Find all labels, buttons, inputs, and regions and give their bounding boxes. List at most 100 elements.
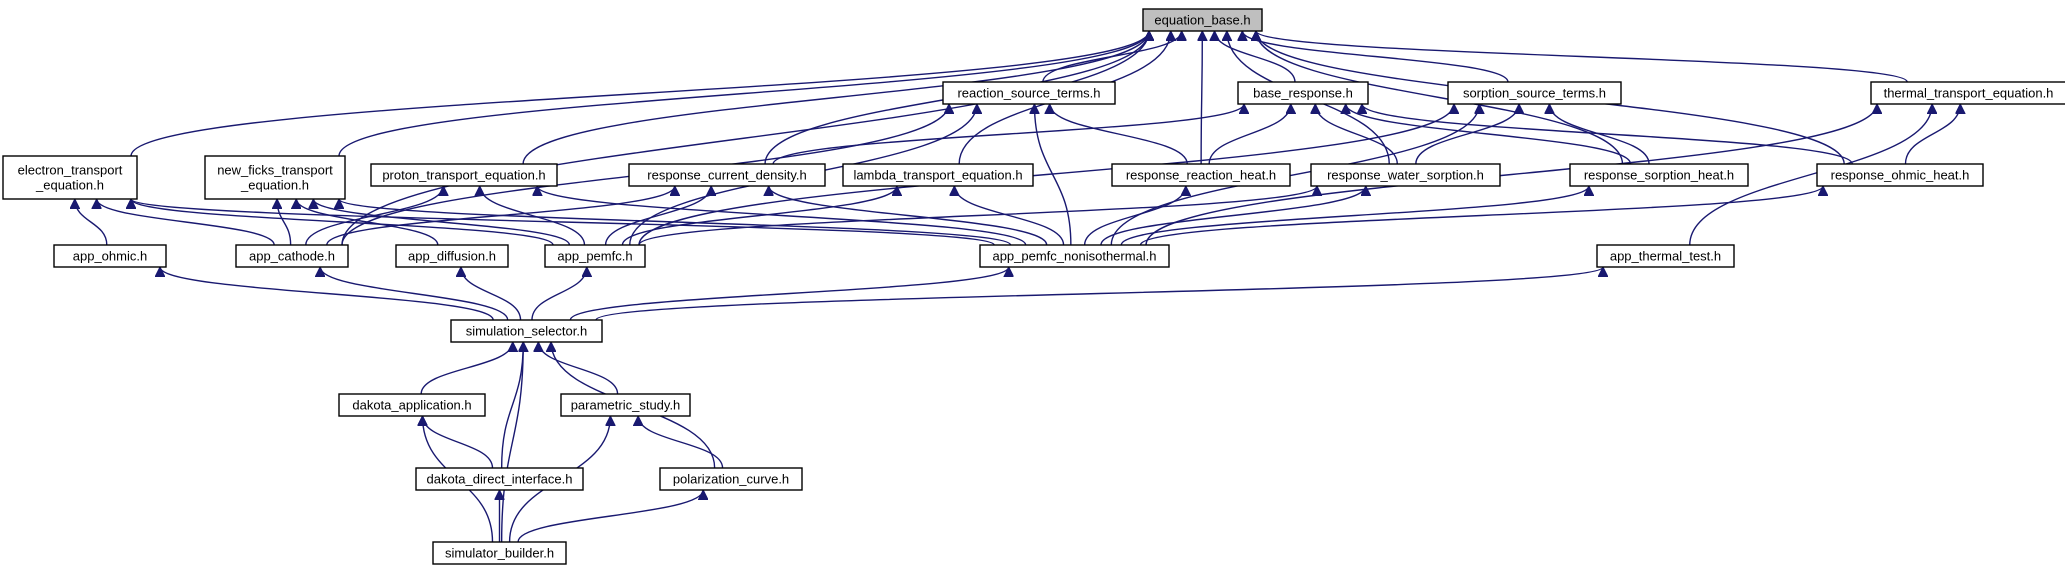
node-box <box>432 541 567 565</box>
edge-parametric_study-to-simulation_selector <box>538 341 619 395</box>
edge-electron_transport_equation-to-equation_base <box>130 30 1149 157</box>
edge-app_pemfc_nonisothermal-to-response_current_density <box>769 185 1048 246</box>
node-new-ficks-transport-equation[interactable]: new_ficks_transport_equation.h <box>204 155 346 200</box>
node-label: lambda_transport_equation.h <box>853 168 1022 183</box>
edge-app_cathode-to-new_ficks_transport_equation <box>277 199 292 246</box>
edge-app_cathode-to-response_current_density <box>326 185 675 246</box>
node-app-thermal-test[interactable]: app_thermal_test.h <box>1596 244 1735 268</box>
node-box <box>1816 163 1984 187</box>
node-label: app_ohmic.h <box>73 249 147 264</box>
node-label: electron_transport <box>18 163 123 178</box>
node-label: response_water_sorption.h <box>1327 168 1484 183</box>
edge-app_cathode-to-electron_transport_equation <box>97 198 275 246</box>
node-label: app_thermal_test.h <box>1610 249 1721 264</box>
edge-response_water_sorption-to-sorption_source_terms <box>1415 103 1519 165</box>
node-parametric-study[interactable]: parametric_study.h <box>560 393 691 417</box>
node-lambda-transport-equation[interactable]: lambda_transport_equation.h <box>842 163 1034 187</box>
edge-response_reaction_heat-to-equation_base <box>1201 31 1202 165</box>
node-label: polarization_curve.h <box>673 472 789 487</box>
node-dakota-application[interactable]: dakota_application.h <box>338 393 486 417</box>
node-reaction-source-terms[interactable]: reaction_source_terms.h <box>942 81 1116 105</box>
edge-app_pemfc_nonisothermal-to-response_water_sorption <box>1100 185 1366 246</box>
edge-simulator_builder-to-polarization_curve <box>517 489 703 543</box>
node-response-current-density[interactable]: response_current_density.h <box>628 163 826 187</box>
node-box <box>628 163 826 187</box>
node-label: parametric_study.h <box>571 398 681 413</box>
node-box <box>1142 8 1263 32</box>
node-label: response_sorption_heat.h <box>1584 168 1734 183</box>
node-box <box>1596 244 1735 268</box>
node-proton-transport-equation[interactable]: proton_transport_equation.h <box>370 163 558 187</box>
node-thermal-transport-equation[interactable]: thermal_transport_equation.h <box>1870 81 2065 105</box>
edge-response_sorption_heat-to-sorption_source_terms <box>1549 103 1650 165</box>
node-app-cathode[interactable]: app_cathode.h <box>235 244 349 268</box>
edge-app_pemfc-to-response_current_density <box>604 185 712 246</box>
node-label: simulator_builder.h <box>445 546 554 561</box>
node-app-ohmic[interactable]: app_ohmic.h <box>53 244 167 268</box>
edge-app_pemfc-to-proton_transport_equation <box>480 185 586 246</box>
node-app-diffusion[interactable]: app_diffusion.h <box>395 244 509 268</box>
node-label: app_pemfc_nonisothermal.h <box>992 249 1156 264</box>
node-box <box>395 244 509 268</box>
node-polarization-curve[interactable]: polarization_curve.h <box>659 467 803 491</box>
node-box <box>979 244 1170 268</box>
edge-response_water_sorption-to-base_response <box>1315 103 1398 165</box>
edge-proton_transport_equation-to-equation_base <box>522 31 1149 165</box>
node-label: sorption_source_terms.h <box>1463 86 1606 101</box>
node-box <box>942 81 1116 105</box>
node-box <box>842 163 1034 187</box>
node-label: app_pemfc.h <box>557 249 632 264</box>
edge-simulator_builder-to-simulation_selector <box>500 342 524 543</box>
edge-new_ficks_transport_equation-to-equation_base <box>338 30 1149 157</box>
node-dakota-direct-interface[interactable]: dakota_direct_interface.h <box>415 467 584 491</box>
edge-simulation_selector-to-app_pemfc_nonisothermal <box>569 266 1008 321</box>
node-response-sorption-heat[interactable]: response_sorption_heat.h <box>1569 163 1749 187</box>
node-box <box>1237 81 1369 105</box>
edge-app_pemfc_nonisothermal-to-proton_transport_equation <box>537 185 1027 246</box>
node-box <box>53 244 167 268</box>
node-box <box>1111 163 1291 187</box>
node-box <box>1310 163 1501 187</box>
node-box <box>659 467 803 491</box>
edge-polarization_curve-to-parametric_study <box>638 415 724 469</box>
edge-response_ohmic_heat-to-base_response <box>1362 103 1853 165</box>
node-box <box>235 244 349 268</box>
edge-response_ohmic_heat-to-thermal_transport_equation <box>1904 103 1960 165</box>
node-app-pemfc-nonisothermal[interactable]: app_pemfc_nonisothermal.h <box>979 244 1170 268</box>
node-label: response_current_density.h <box>647 168 806 183</box>
node-box <box>370 163 558 187</box>
edge-response_reaction_heat-to-reaction_source_terms <box>1050 103 1188 165</box>
node-box <box>415 467 584 491</box>
node-label: base_response.h <box>1253 86 1353 101</box>
edge-simulation_selector-to-app_pemfc <box>531 266 587 321</box>
edge-app_thermal_test-to-thermal_transport_equation <box>1689 104 1932 246</box>
node-sorption-source-terms[interactable]: sorption_source_terms.h <box>1447 81 1622 105</box>
edge-app_pemfc-to-response_water_sorption <box>638 185 1317 246</box>
node-box <box>204 155 346 200</box>
node-box <box>2 155 138 200</box>
node-label: _equation.h <box>240 178 309 193</box>
edge-response_reaction_heat-to-base_response <box>1208 103 1291 165</box>
node-response-reaction-heat[interactable]: response_reaction_heat.h <box>1111 163 1291 187</box>
node-equation-base[interactable]: equation_base.h <box>1142 8 1263 32</box>
edge-app_pemfc_nonisothermal-to-lambda_transport_equation <box>954 185 1065 246</box>
edge-thermal_transport_equation-to-equation_base <box>1256 30 1908 83</box>
node-response-water-sorption[interactable]: response_water_sorption.h <box>1310 163 1501 187</box>
node-label: equation_base.h <box>1154 13 1250 28</box>
edge-app_ohmic-to-electron_transport_equation <box>75 198 108 246</box>
edge-response_sorption_heat-to-equation_base <box>1256 31 1624 165</box>
node-label: response_ohmic_heat.h <box>1831 168 1970 183</box>
edge-app_pemfc_nonisothermal-to-thermal_transport_equation <box>1145 104 1877 246</box>
node-simulator-builder[interactable]: simulator_builder.h <box>432 541 567 565</box>
node-box <box>544 244 646 268</box>
edge-simulation_selector-to-app_ohmic <box>160 266 494 321</box>
node-app-pemfc[interactable]: app_pemfc.h <box>544 244 646 268</box>
node-base-response[interactable]: base_response.h <box>1237 81 1369 105</box>
node-response-ohmic-heat[interactable]: response_ohmic_heat.h <box>1816 163 1984 187</box>
node-label: dakota_direct_interface.h <box>427 472 573 487</box>
edge-app_pemfc-to-lambda_transport_equation <box>621 185 896 246</box>
node-electron-transport-equation[interactable]: electron_transport_equation.h <box>2 155 138 200</box>
node-simulation-selector[interactable]: simulation_selector.h <box>450 319 603 343</box>
edge-app_pemfc-to-sorption_source_terms <box>638 104 1454 246</box>
